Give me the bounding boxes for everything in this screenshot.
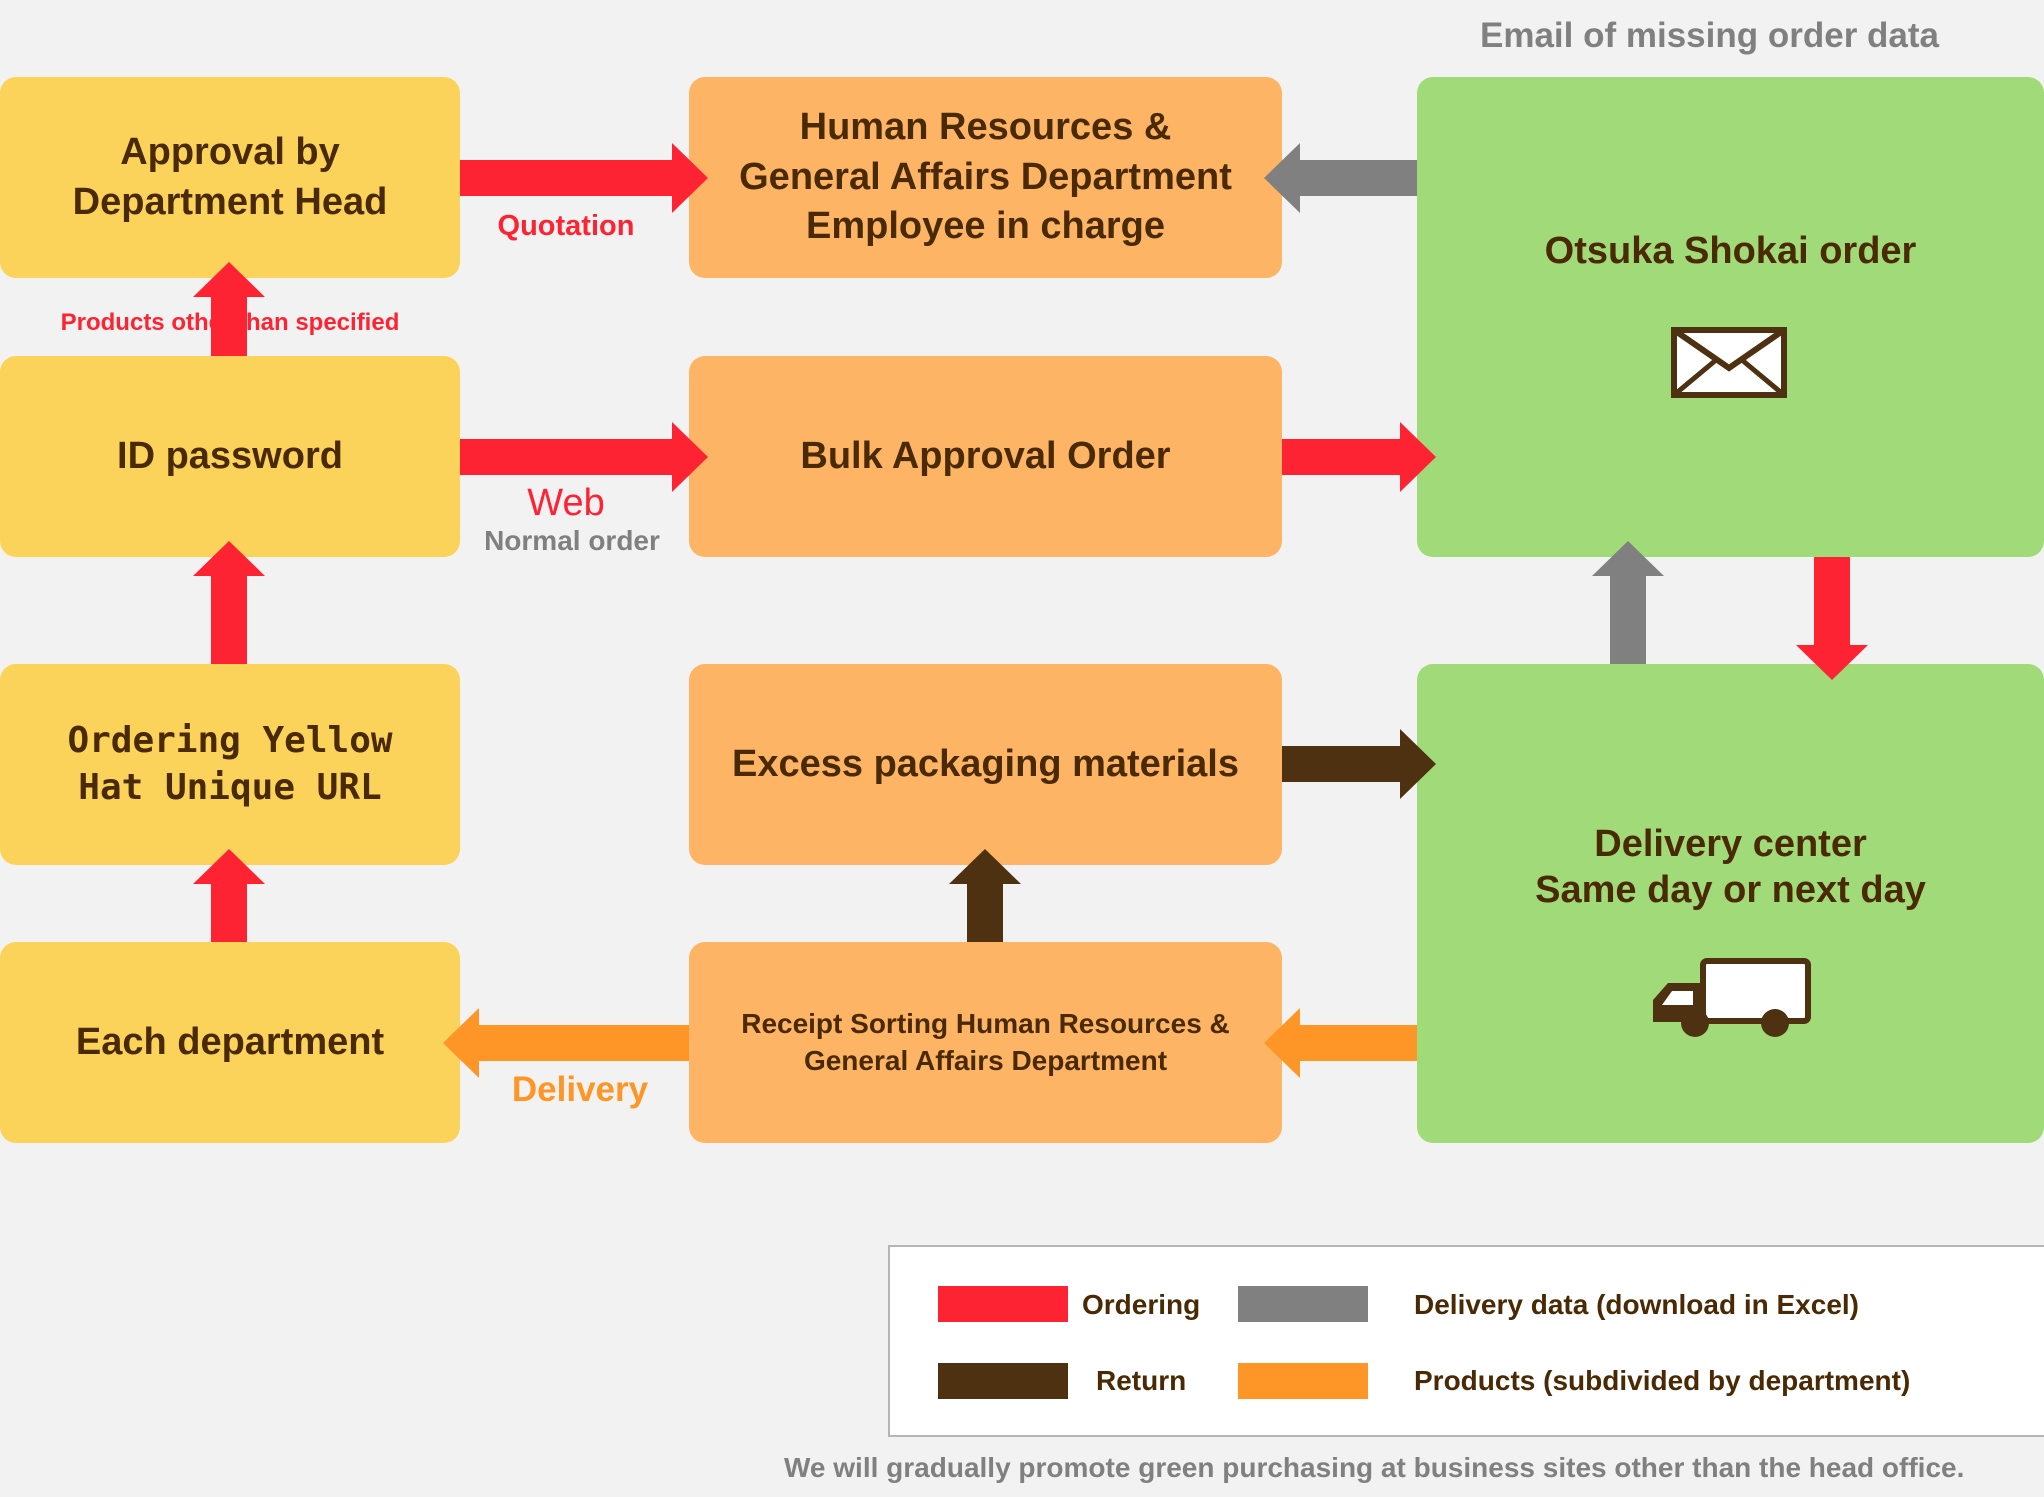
email-missing-caption: Email of missing order data [1480,16,1939,55]
id-password-label: ID password [117,434,343,477]
approval-department-head-box: Approval by Department Head [0,77,460,278]
hr-employee-box: Human Resources & General Affairs Depart… [689,77,1282,278]
legend-swatch-delivery-data [1238,1286,1368,1322]
arrow-excess-to-delivery [1282,729,1436,799]
legend-label-return: Return [1096,1365,1187,1396]
receipt-sorting-box: Receipt Sorting Human Resources & Genera… [689,942,1282,1143]
each-department-label: Each department [75,1020,385,1063]
excess-packaging-label: Excess packaging materials [732,742,1239,785]
bulk-approval-box: Bulk Approval Order [689,356,1282,557]
excess-packaging-box: Excess packaging materials [689,664,1282,865]
arrow-otsuka-to-delivery [1796,557,1868,680]
id-password-box: ID password [0,356,460,557]
arrow-bulk-to-otsuka [1282,422,1436,492]
ordering-url-box: Ordering Yellow Hat Unique URL [0,664,460,865]
legend-swatch-return [938,1363,1068,1399]
otsuka-order-box [1417,77,2044,557]
hr-employee-label: Human Resources & General Affairs Depart… [739,106,1232,248]
arrow-id-to-bulk [460,422,708,492]
bulk-approval-label: Bulk Approval Order [800,434,1171,477]
envelope-icon [1671,327,1787,398]
legend-swatch-ordering [938,1286,1068,1322]
each-department-box: Each department [0,942,460,1143]
normal-order-label: Normal order [484,525,660,556]
delivery-center-label: Delivery center Same day or next day [1535,823,1926,911]
arrow-id-to-approval [193,262,265,356]
arrow-url-to-id [193,541,265,664]
products-other-label: Products other than specified [60,309,400,336]
otsuka-order-label: Otsuka Shokai order [1544,230,1917,272]
arrow-otsuka-to-hr [1264,143,1417,213]
arrow-approval-to-hr [460,143,708,213]
arrow-receipt-to-dept [443,1008,689,1078]
approval-department-head-label: Approval by Department Head [72,131,388,223]
arrow-delivery-to-otsuka [1592,541,1664,664]
quotation-label: Quotation [497,210,635,242]
arrow-delivery-to-receipt [1264,1008,1417,1078]
legend-label-ordering: Ordering [1082,1289,1201,1320]
arrow-receipt-to-excess [949,849,1021,942]
arrow-dept-to-url [193,849,265,942]
ordering-url-label: Ordering Yellow Hat Unique URL [67,719,393,808]
legend: Ordering Delivery data (download in Exce… [888,1245,2044,1437]
receipt-sorting-label: Receipt Sorting Human Resources & Genera… [741,1008,1230,1076]
legend-label-products: Products (subdivided by department) [1414,1365,1911,1396]
truck-icon [1653,958,1811,1037]
footer-note: We will gradually promote green purchasi… [784,1452,1965,1483]
delivery-center-box [1417,664,2044,1143]
web-label: Web [527,482,605,524]
legend-swatch-products [1238,1363,1368,1399]
delivery-label: Delivery [511,1070,649,1109]
legend-label-delivery-data: Delivery data (download in Excel) [1414,1289,1860,1320]
